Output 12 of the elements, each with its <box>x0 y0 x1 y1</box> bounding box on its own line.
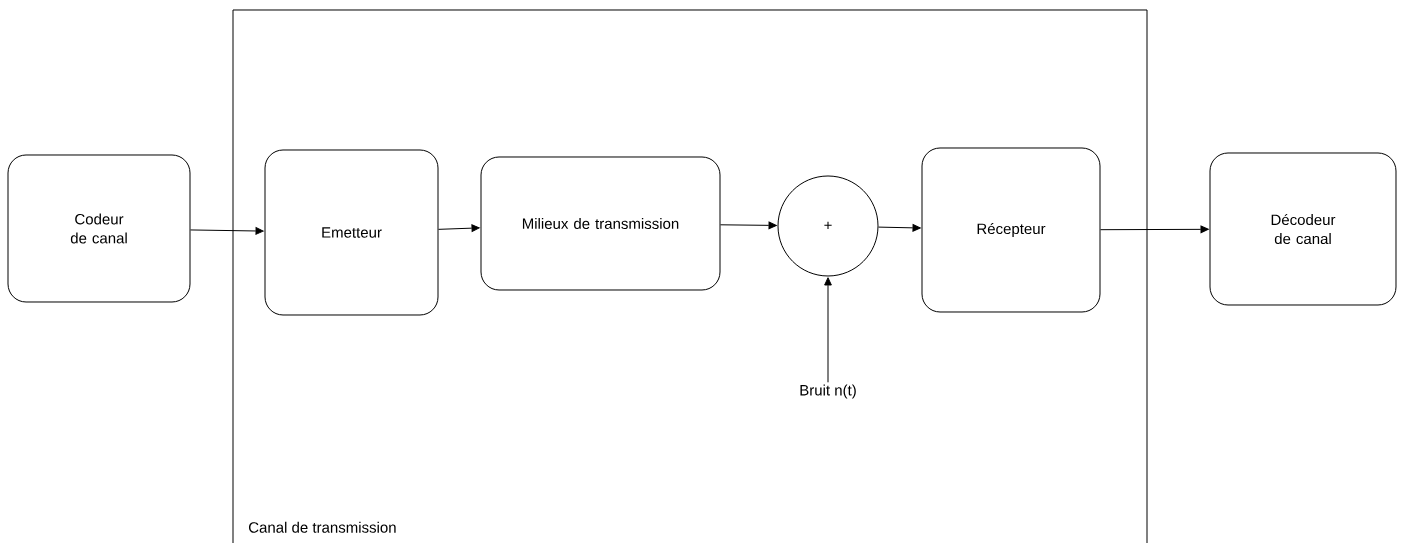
process-box: Décodeur de canal <box>1209 152 1397 306</box>
arrow <box>878 224 921 232</box>
arrow <box>438 224 480 232</box>
arrow <box>720 221 777 230</box>
process-box: Codeur de canal <box>7 154 191 303</box>
process-box: Milieux de transmission <box>480 156 721 291</box>
noise-label: Bruit n(t) <box>800 384 856 399</box>
process-box: Récepteur <box>921 147 1101 313</box>
arrow <box>190 227 264 235</box>
arrow <box>824 277 832 383</box>
process-box: Emetteur <box>264 149 439 316</box>
arrow <box>1100 225 1209 234</box>
